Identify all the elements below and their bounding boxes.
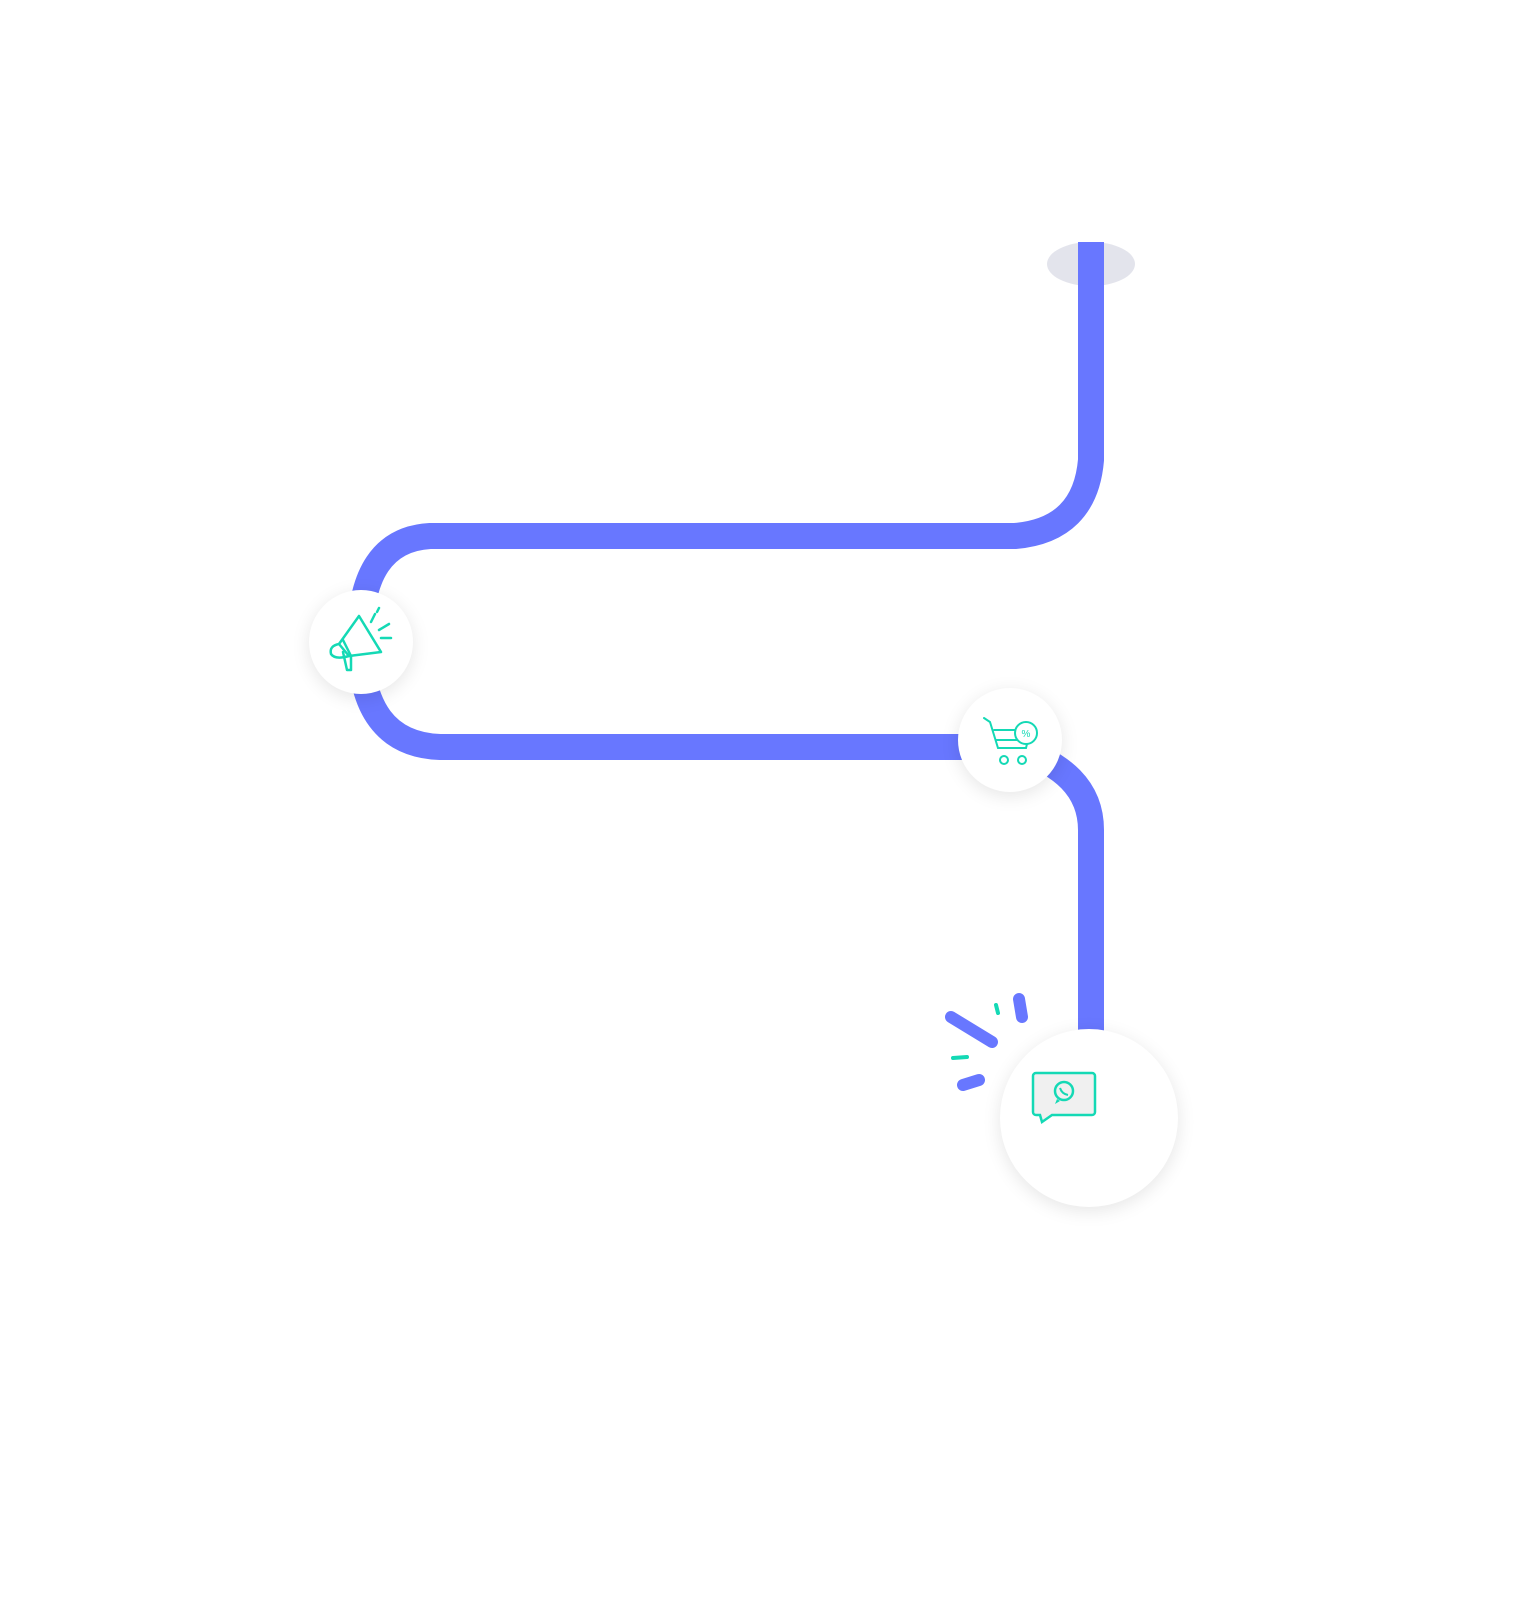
- megaphone-node: [309, 590, 413, 694]
- burst-lines: [945, 993, 1028, 1091]
- megaphone-icon: [329, 606, 393, 672]
- cart-node: %: [958, 688, 1062, 792]
- journey-path: [346, 242, 1104, 1040]
- whatsapp-node: [1000, 1029, 1178, 1207]
- whatsapp-chat-bubble-icon: [1031, 1071, 1097, 1125]
- discount-badge-text: %: [1022, 729, 1031, 740]
- shopping-cart-discount-icon: %: [983, 717, 1038, 765]
